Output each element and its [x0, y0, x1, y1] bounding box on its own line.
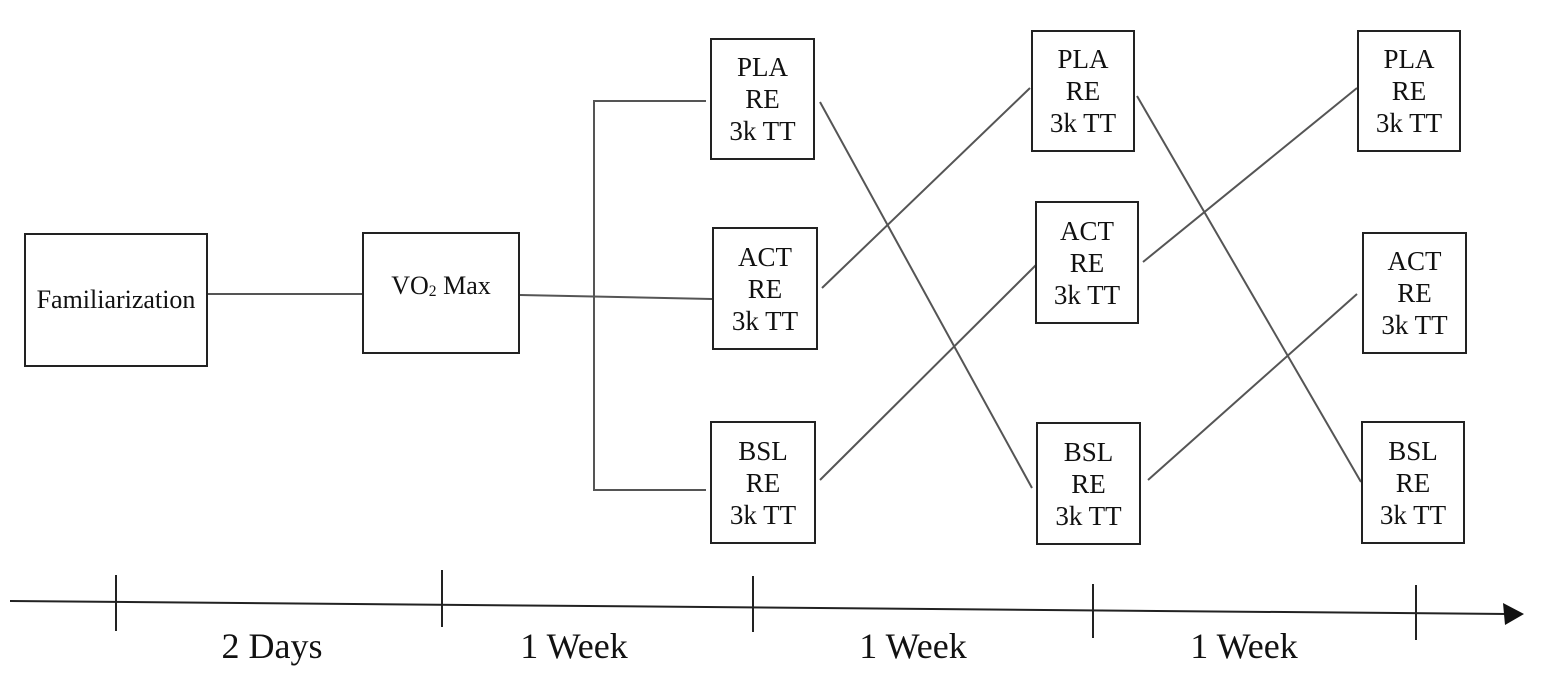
measure-label: RE	[745, 84, 780, 114]
condition-label: PLA	[1383, 44, 1435, 74]
measure-label: RE	[1395, 467, 1431, 498]
connector-act2-pla3	[1142, 87, 1358, 263]
connector-act1-pla2	[821, 87, 1031, 289]
condition-label: BSL	[738, 435, 788, 466]
measure-label: RE	[1397, 278, 1432, 308]
trial-label: 3k TT	[1049, 108, 1117, 138]
connector-vo2max-act	[519, 294, 713, 300]
timeline-arrowhead	[1503, 603, 1524, 625]
familiarization-label: Familiarization	[36, 285, 196, 314]
timeline-interval-label: 1 Week	[1190, 626, 1298, 666]
week3-bsl-box: BSL RE 3k TT	[1361, 421, 1465, 544]
vo2max-box: VO2 Max	[362, 232, 520, 354]
condition-label: ACT	[1060, 215, 1114, 246]
timeline-interval-label: 1 Week	[859, 626, 967, 666]
measure-label: RE	[1069, 247, 1105, 278]
condition-label: ACT	[738, 241, 792, 272]
connector-bsl2-act3	[1147, 293, 1358, 481]
week1-bsl-box: BSL RE 3k TT	[710, 421, 816, 544]
week1-pla-box: PLA RE 3k TT	[710, 38, 815, 160]
week2-pla-box: PLA RE 3k TT	[1031, 30, 1135, 152]
trial-label: 3k TT	[1379, 499, 1447, 530]
connector-pla2-bsl3	[1136, 95, 1362, 483]
condition-label: ACT	[1387, 246, 1442, 276]
trial-label: 3k TT	[1375, 108, 1443, 138]
familiarization-box: Familiarization	[24, 233, 208, 367]
trial-label: 3k TT	[729, 116, 796, 146]
measure-label: RE	[1391, 76, 1427, 106]
connector-pla1-bsl2	[819, 101, 1033, 489]
week3-pla-box: PLA RE 3k TT	[1357, 30, 1461, 152]
connector-bsl1-act2	[819, 264, 1037, 481]
trial-label: 3k TT	[1381, 310, 1448, 340]
trial-label: 3k TT	[1055, 500, 1122, 531]
trial-label: 3k TT	[731, 305, 799, 336]
timeline-interval-label: 1 Week	[520, 626, 628, 666]
connector-vo2max-branch	[593, 100, 706, 491]
week3-act-box: ACT RE 3k TT	[1362, 232, 1467, 354]
timeline-axis	[9, 600, 1509, 615]
vo2max-label: VO2 Max	[391, 271, 491, 300]
week2-act-box: ACT RE 3k TT	[1035, 201, 1139, 324]
trial-label: 3k TT	[729, 499, 797, 530]
measure-label: RE	[747, 273, 783, 304]
condition-label: BSL	[1063, 436, 1114, 467]
measure-label: RE	[1071, 468, 1106, 499]
condition-label: BSL	[1388, 435, 1438, 466]
week2-bsl-box: BSL RE 3k TT	[1036, 422, 1141, 545]
condition-label: PLA	[736, 52, 788, 82]
measure-label: RE	[745, 467, 781, 498]
trial-label: 3k TT	[1053, 279, 1121, 310]
condition-label: PLA	[1057, 44, 1109, 74]
timeline-interval-label: 2 Days	[221, 626, 323, 666]
week1-act-box: ACT RE 3k TT	[712, 227, 818, 350]
measure-label: RE	[1065, 76, 1101, 106]
